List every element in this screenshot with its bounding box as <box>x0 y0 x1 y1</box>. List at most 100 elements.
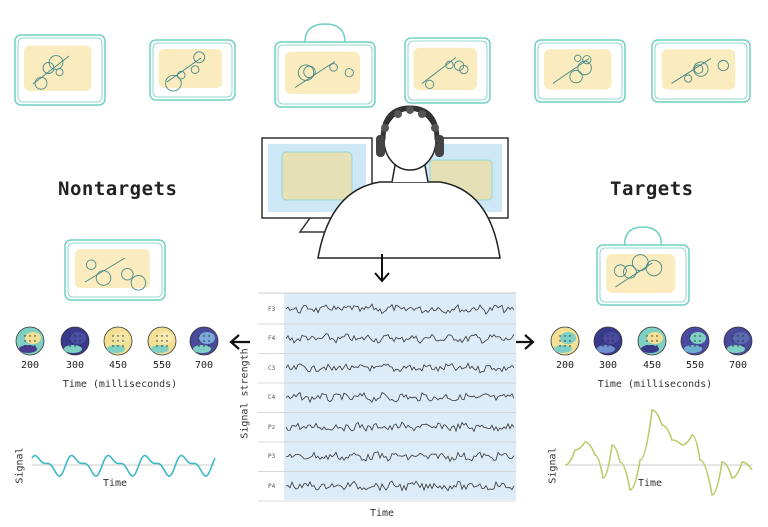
electrode-dot <box>24 340 26 342</box>
suitcase-5-item <box>552 58 590 84</box>
electrode-dot <box>559 345 561 347</box>
electrode-dot <box>559 335 561 337</box>
electrode-dot <box>737 340 739 342</box>
suitcase-5-item <box>569 69 583 84</box>
electrode <box>431 124 439 132</box>
electrode-dot <box>569 340 571 342</box>
time-label: 200 <box>555 360 575 371</box>
electrode <box>406 106 414 114</box>
target-signal-wave <box>564 409 753 496</box>
electrode-dot <box>24 335 26 337</box>
electrode-dot <box>602 335 604 337</box>
suitcase-5-item <box>582 55 592 65</box>
suitcase-1-item <box>32 55 70 85</box>
electrode-dot <box>612 335 614 337</box>
nontarget-suitcase-xray-fill <box>75 249 150 288</box>
nontarget-suitcase-outline <box>64 239 166 301</box>
electrode-dot <box>24 345 26 347</box>
electrode-dot <box>122 335 124 337</box>
target-bag-outline-inner <box>599 247 687 303</box>
nontarget-suitcase-outline-inner <box>67 242 163 298</box>
channel-label: P4 <box>268 483 276 490</box>
electrode-dot <box>656 340 658 342</box>
electrode-dot <box>651 340 653 342</box>
target-topomap-region <box>597 345 615 353</box>
electrode <box>381 124 389 132</box>
target-bag-handle <box>623 226 663 246</box>
channel-label: Pz <box>268 424 276 431</box>
electrode-dot <box>651 335 653 337</box>
electrode-dot <box>646 335 648 337</box>
electrode-dot <box>732 345 734 347</box>
time-label: 550 <box>685 360 705 371</box>
suitcase-4-item <box>421 57 457 84</box>
electrode-dot <box>699 345 701 347</box>
channel-label: C3 <box>268 365 276 372</box>
bag-3-item <box>329 63 338 72</box>
time-label: 450 <box>642 360 662 371</box>
time-label: 700 <box>194 360 214 371</box>
electrode-dot <box>166 340 168 342</box>
nontarget-suitcase-item <box>85 259 97 270</box>
suitcase-1-outline-inner <box>17 37 103 103</box>
target-bag-item <box>623 264 637 279</box>
nontarget-topomap-region <box>107 345 125 353</box>
suitcase-2-outline-inner <box>152 42 233 98</box>
bag-3-xray-fill <box>285 51 360 94</box>
electrode-dot <box>602 340 604 342</box>
electrode-dot <box>74 345 76 347</box>
electrode-dot <box>651 345 653 347</box>
electrode-dot <box>156 335 158 337</box>
bag-3-handle <box>304 23 346 43</box>
electrode-dot <box>607 345 609 347</box>
eeg-trace-Pz <box>285 421 515 433</box>
electrode-dot <box>79 345 81 347</box>
headphone-left <box>376 135 385 157</box>
electrode-dot <box>203 335 205 337</box>
suitcase-1-item <box>48 55 64 70</box>
bag-3-item <box>344 68 354 78</box>
electrode-dot <box>689 340 691 342</box>
electrode-dot <box>607 335 609 337</box>
electrode-dot <box>122 345 124 347</box>
time-axis-label: Time (milliseconds) <box>597 379 713 390</box>
electrode-dot <box>612 340 614 342</box>
electrode-dot <box>79 340 81 342</box>
signal-xlabel: Time <box>102 478 128 489</box>
electrode-dot <box>166 345 168 347</box>
bag-3-item <box>294 61 336 88</box>
electrode-dot <box>156 340 158 342</box>
time-label: 300 <box>598 360 618 371</box>
nontarget-suitcase-item <box>121 267 134 281</box>
electrode-dot <box>203 340 205 342</box>
electrode-dot <box>737 335 739 337</box>
electrode-dot <box>694 335 696 337</box>
electrode-dot <box>742 335 744 337</box>
eeg-ylabel: Signal strength <box>239 348 251 439</box>
nontarget-topomap-region <box>157 332 173 344</box>
bag-3-outline <box>274 41 376 108</box>
suitcase-6-item <box>717 59 729 72</box>
electrode-dot <box>732 340 734 342</box>
electrode-dot <box>117 345 119 347</box>
target-topomap-region <box>727 345 745 353</box>
electrode-dot <box>117 335 119 337</box>
electrode-dot <box>208 345 210 347</box>
electrode-dot <box>29 345 31 347</box>
suitcase-5-outline <box>534 39 626 103</box>
person-head <box>383 109 437 171</box>
target-bag-item <box>613 264 627 278</box>
electrode-dot <box>694 340 696 342</box>
electrode-dot <box>208 340 210 342</box>
electrode-dot <box>198 340 200 342</box>
nontarget-topomap-region <box>193 345 211 353</box>
screen-suitcase <box>281 151 353 201</box>
eeg-xlabel: Time <box>369 508 395 519</box>
suitcase-6-xray-fill <box>661 49 736 90</box>
nontarget-suitcase-item <box>130 275 147 291</box>
electrode-dot <box>694 345 696 347</box>
electrode-dot <box>208 335 210 337</box>
channel-label: C4 <box>268 394 276 401</box>
eeg-plot-area <box>284 293 516 500</box>
